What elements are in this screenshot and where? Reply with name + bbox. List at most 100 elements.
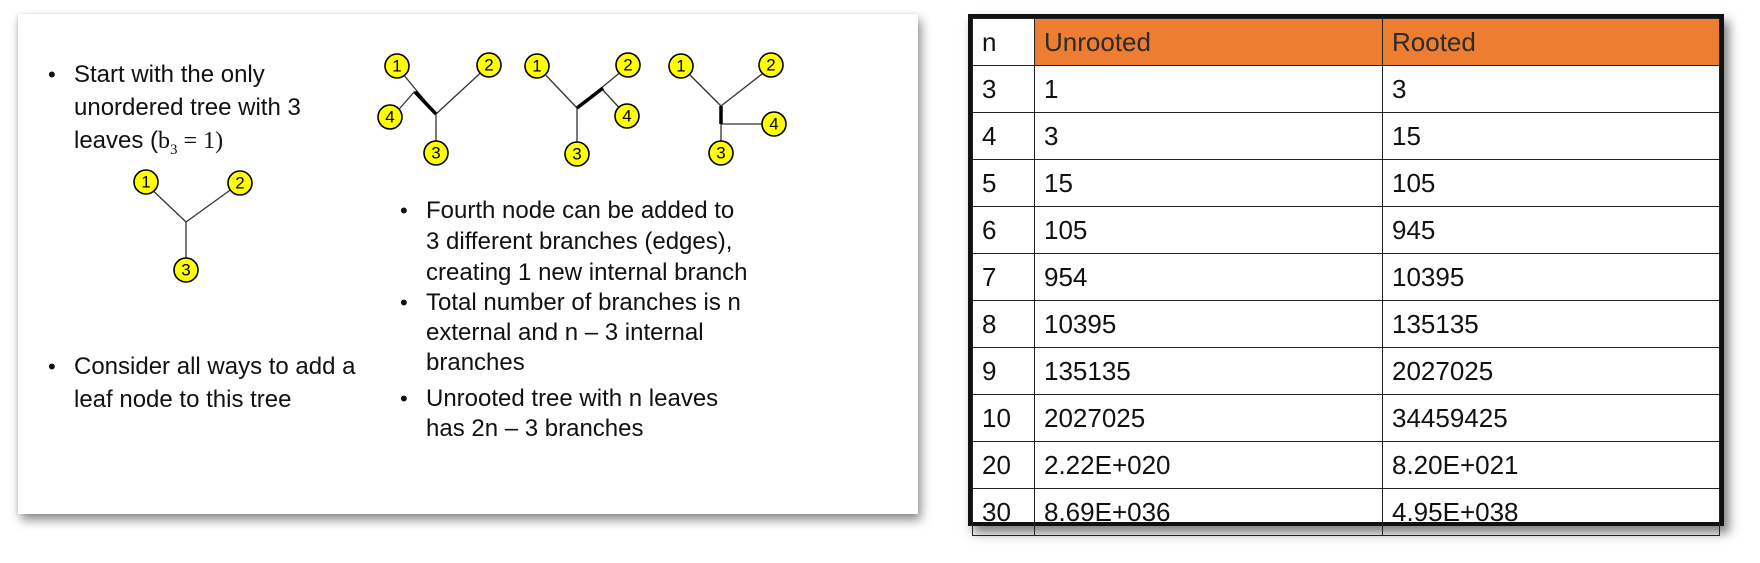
cell-unrooted: 2027025: [1034, 394, 1383, 442]
cell-rooted: 34459425: [1382, 394, 1720, 442]
formula-subscript: 3: [170, 141, 178, 158]
cell-unrooted: 954: [1034, 253, 1383, 301]
leaf-node-2: [758, 52, 784, 78]
bullet-line: leaf node to this tree: [74, 386, 292, 413]
cell-n: 9: [972, 347, 1035, 395]
leaf-node-3: [564, 141, 590, 167]
cell-unrooted: 105: [1034, 206, 1383, 254]
bullet-line: Total number of branches is n: [426, 289, 741, 316]
cell-rooted: 2027025: [1382, 347, 1720, 395]
cell-n: 10: [972, 394, 1035, 442]
leaf-node-4: [377, 104, 403, 130]
bullet-fourth-node: Fourth node can be added to 3 different …: [392, 195, 748, 288]
cell-rooted: 135135: [1382, 300, 1720, 348]
leaf-label-1: 1: [532, 57, 541, 76]
table-row: 3 1 3: [972, 65, 1720, 113]
cell-unrooted: 10395: [1034, 300, 1383, 348]
tree-variant-branch-3: 1 2 3 4: [668, 52, 787, 166]
cell-unrooted: 2.22E+020: [1034, 441, 1383, 489]
bullet-line: creating 1 new internal branch: [426, 259, 748, 286]
leaf-label-1: 1: [392, 57, 401, 76]
formula-b: b: [158, 128, 171, 154]
leaf-node-2: [615, 52, 641, 78]
tree-count-grid: n Unrooted Rooted 3 1 3 4 3 15 5 15 105: [972, 18, 1720, 536]
tree-count-table: n Unrooted Rooted 3 1 3 4 3 15 5 15 105: [968, 14, 1724, 536]
table-row: 6 105 945: [972, 206, 1720, 254]
table-row: 20 2.22E+020 8.20E+021: [972, 441, 1720, 489]
edge: [435, 65, 489, 115]
cell-n: 5: [972, 159, 1035, 207]
column-header-unrooted: Unrooted: [1034, 18, 1383, 66]
cell-unrooted: 15: [1034, 159, 1383, 207]
leaf-node-3: [423, 140, 449, 166]
cell-n: 20: [972, 441, 1035, 489]
new-internal-edge: [575, 86, 605, 110]
leaf-label-4: 4: [622, 107, 631, 126]
new-internal-edge: [413, 90, 438, 116]
formula-rest: = 1): [177, 128, 224, 154]
cell-rooted: 8.20E+021: [1382, 441, 1720, 489]
leaf-label-3: 3: [431, 144, 440, 163]
cell-rooted: 105: [1382, 159, 1720, 207]
cell-n: 8: [972, 300, 1035, 348]
cell-rooted: 945: [1382, 206, 1720, 254]
bullet-line: Unrooted tree with n leaves: [426, 385, 719, 412]
leaf-node-2: [476, 52, 502, 78]
leaf-label-3: 3: [572, 145, 581, 164]
cell-rooted: 10395: [1382, 253, 1720, 301]
leaf-label-3: 3: [181, 261, 190, 280]
cell-n: 3: [972, 65, 1035, 113]
cell-n: 30: [972, 488, 1035, 536]
table-header-row: n Unrooted Rooted: [972, 18, 1720, 66]
leaf-node-1: [524, 53, 550, 79]
tree-variant-branch-2: 1 2 3 4: [524, 52, 641, 167]
leaf-node-3: [173, 257, 199, 283]
cell-unrooted: 3: [1034, 112, 1383, 160]
leaf-label-2: 2: [484, 56, 493, 75]
bullet-consider-ways: Consider all ways to add a leaf node to …: [40, 350, 355, 416]
bullet-total-branches: Total number of branches is n external a…: [392, 288, 741, 378]
leaf-node-2: [227, 170, 253, 196]
leaf-label-2: 2: [766, 56, 775, 75]
bullet-line: Start with the only: [74, 61, 265, 88]
leaf-node-4: [614, 103, 640, 129]
cell-n: 7: [972, 253, 1035, 301]
bullet-line: leaves (: [74, 127, 159, 154]
leaf-label-2: 2: [623, 56, 632, 75]
column-header-n: n: [972, 18, 1035, 66]
table-row: 5 15 105: [972, 159, 1720, 207]
bullet-line-with-formula: leaves (b3 = 1): [74, 124, 301, 167]
table-row: 4 3 15: [972, 112, 1720, 160]
table-row: 30 8.69E+036 4.95E+038: [972, 488, 1720, 536]
column-header-rooted: Rooted: [1382, 18, 1720, 66]
cell-unrooted: 8.69E+036: [1034, 488, 1383, 536]
table-row: 7 954 10395: [972, 253, 1720, 301]
leaf-label-4: 4: [769, 115, 778, 134]
cell-rooted: 3: [1382, 65, 1720, 113]
leaf-node-4: [761, 111, 787, 137]
cell-unrooted: 1: [1034, 65, 1383, 113]
bullet-line: external and n – 3 internal: [426, 319, 704, 346]
leaf-label-4: 4: [385, 108, 394, 127]
table-row: 8 10395 135135: [972, 300, 1720, 348]
bullet-line: has 2n – 3 branches: [426, 415, 644, 442]
formula-b3: b3 = 1): [158, 128, 224, 158]
bullet-start-tree: Start with the only unordered tree with …: [40, 58, 301, 167]
bullet-line: Fourth node can be added to: [426, 197, 735, 224]
leaf-node-1: [384, 53, 410, 79]
bullet-line: 3 different branches (edges),: [426, 228, 733, 255]
table-row: 10 2027025 34459425: [972, 394, 1720, 442]
cell-n: 6: [972, 206, 1035, 254]
leaf-label-1: 1: [141, 173, 150, 192]
leaf-label-1: 1: [676, 57, 685, 76]
bullet-unrooted-branches: Unrooted tree with n leaves has 2n – 3 b…: [392, 384, 718, 444]
leaf-node-1: [668, 53, 694, 79]
slide-panel: Start with the only unordered tree with …: [18, 14, 918, 514]
cell-rooted: 4.95E+038: [1382, 488, 1720, 536]
leaf-label-2: 2: [235, 174, 244, 193]
cell-unrooted: 135135: [1034, 347, 1383, 395]
tree-variant-branch-1: 1 2 3 4: [377, 52, 502, 166]
leaf-node-3: [708, 140, 734, 166]
tree-three-leaves: 1 2 3: [133, 169, 253, 283]
bullet-line: Consider all ways to add a: [74, 353, 356, 380]
